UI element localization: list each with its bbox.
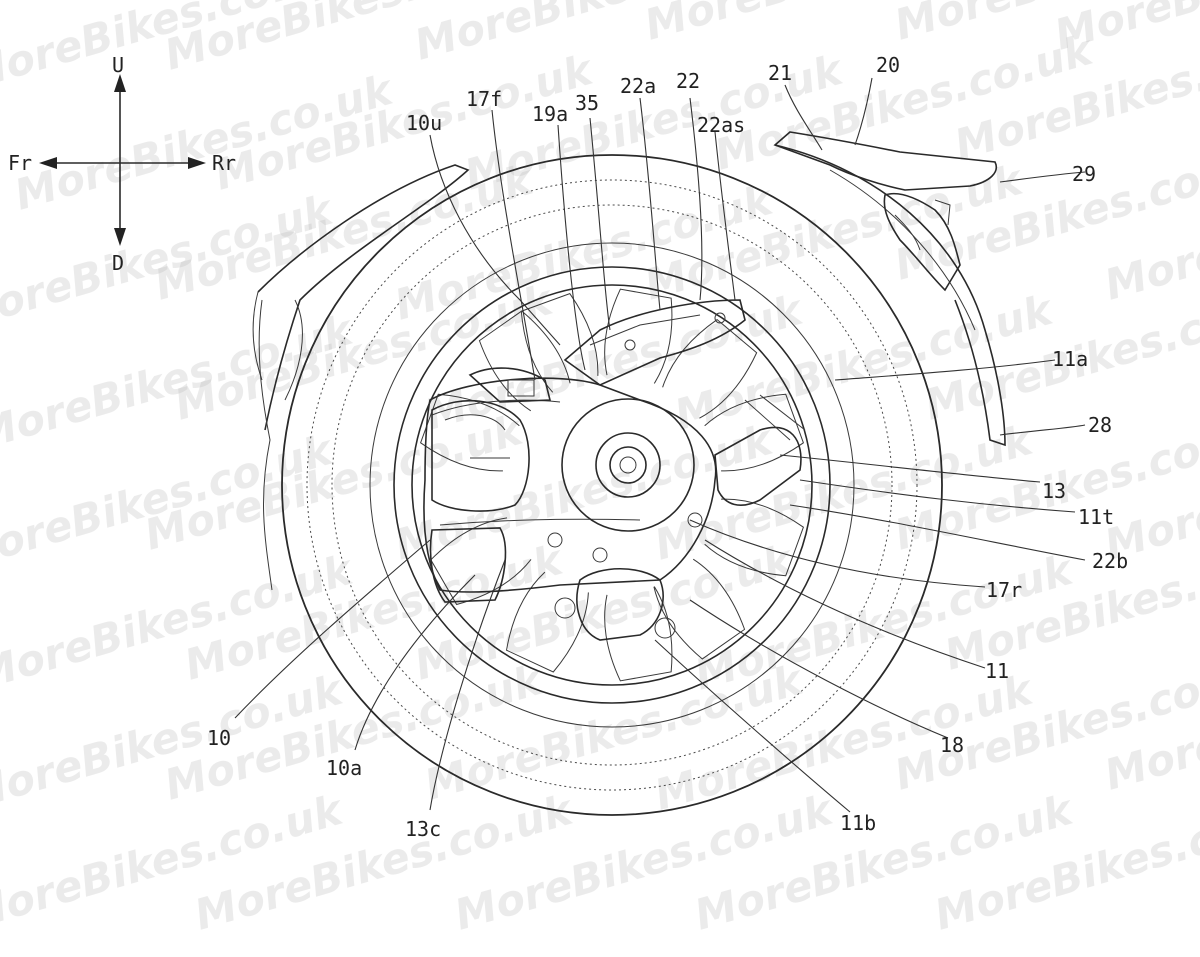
wheel-hub: [561, 398, 695, 532]
label-10a: 10a: [326, 756, 362, 780]
label-13c: 13c: [405, 817, 441, 841]
spoke: [604, 586, 673, 682]
label-22a: 22a: [620, 74, 656, 98]
dir-down-label: D: [112, 251, 124, 275]
spoke: [662, 318, 758, 419]
spoke: [604, 288, 673, 384]
dir-rear-label: Rr: [212, 151, 236, 175]
label-10u: 10u: [406, 111, 442, 135]
swingarm-housing: [423, 299, 806, 641]
direction-indicator: U D Fr Rr: [8, 53, 236, 275]
label-17f: 17f: [466, 87, 502, 111]
label-19a: 19a: [532, 102, 568, 126]
label-11: 11: [985, 659, 1009, 683]
label-13: 13: [1042, 479, 1066, 503]
rear-wheel: [281, 154, 943, 816]
label-21: 21: [768, 61, 792, 85]
spoke: [520, 292, 599, 393]
label-17r: 17r: [986, 578, 1022, 602]
label-35: 35: [575, 91, 599, 115]
label-22: 22: [676, 69, 700, 93]
label-11t: 11t: [1078, 505, 1114, 529]
spoke: [704, 498, 805, 577]
label-20: 20: [876, 53, 900, 77]
label-29: 29: [1072, 162, 1096, 186]
wheel-spokes: [419, 288, 805, 682]
spoke: [505, 571, 589, 673]
label-18: 18: [940, 733, 964, 757]
spoke: [704, 393, 805, 472]
reference-labels: 20 21 29 10u 17f 19a 35 22a 22 22as 11a …: [207, 53, 1128, 841]
rear-fender: [773, 131, 1006, 447]
spoke: [419, 393, 520, 472]
label-11a: 11a: [1052, 347, 1088, 371]
label-10: 10: [207, 726, 231, 750]
label-11b: 11b: [840, 811, 876, 835]
label-28: 28: [1088, 413, 1112, 437]
dir-up-label: U: [112, 53, 124, 77]
spoke: [653, 558, 746, 660]
label-22b: 22b: [1092, 549, 1128, 573]
body-panel-left: [252, 164, 470, 591]
spoke: [430, 517, 532, 606]
spoke: [478, 310, 571, 412]
dir-front-label: Fr: [8, 151, 32, 175]
label-22as: 22as: [697, 113, 745, 137]
leader-lines: [234, 77, 1086, 813]
